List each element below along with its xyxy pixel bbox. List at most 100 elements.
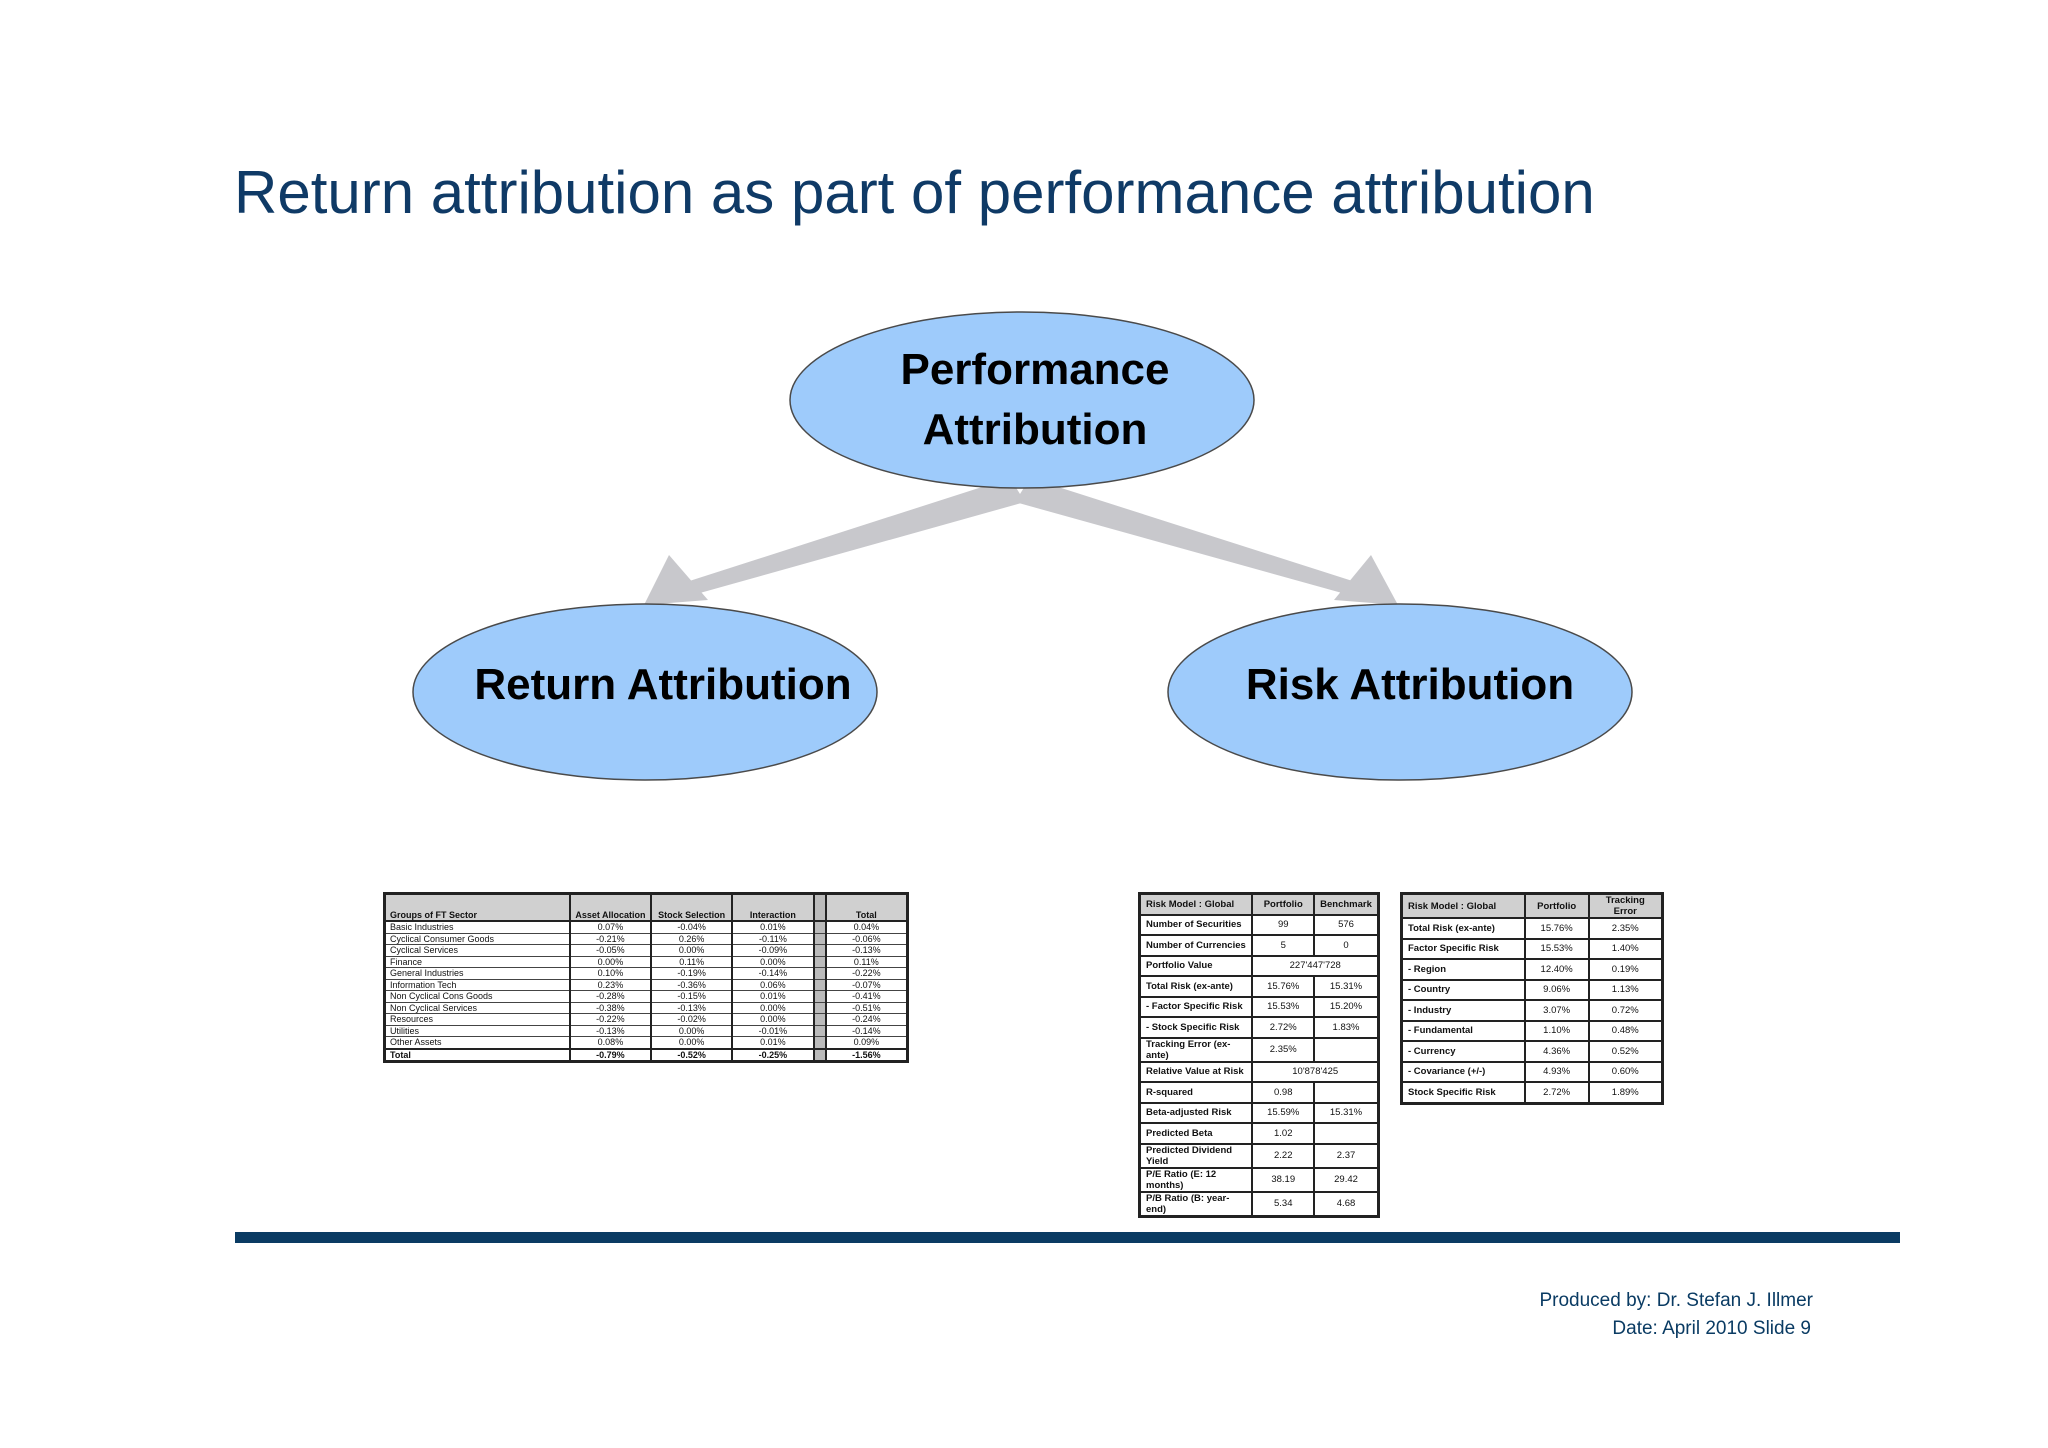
metric-value-cell: 9.06% <box>1523 979 1589 1001</box>
return-attribution-node <box>412 603 878 781</box>
slide-title: Return attribution as part of performanc… <box>234 159 1595 226</box>
table-total-row: Total-0.79%-0.52%-0.25%-1.56% <box>384 1047 908 1062</box>
asset-allocation-cell: 0.07% <box>568 921 652 934</box>
metric-value-cell: 99 <box>1251 914 1315 936</box>
metric-value-cell: 0.60% <box>1587 1061 1663 1083</box>
metric-name-cell: - Currency <box>1401 1041 1525 1063</box>
metric-value-cell: 29.42 <box>1313 1167 1379 1193</box>
metric-value-cell: 1.40% <box>1587 938 1663 960</box>
sector-name-cell: Other Assets <box>384 1036 570 1049</box>
metric-name-cell: Stock Specific Risk <box>1401 1082 1525 1104</box>
interaction-cell: -0.01% <box>731 1025 814 1037</box>
metric-value-cell: 0.19% <box>1587 959 1663 981</box>
table-header-row: Risk Model : Global Portfolio Tracking E… <box>1401 893 1663 919</box>
total-cell: -0.51% <box>824 1002 908 1014</box>
table-header-row: Groups of FT Sector Asset Allocation Sto… <box>384 893 908 922</box>
interaction-cell: 0.01% <box>731 921 814 934</box>
metric-name-cell: Predicted Beta <box>1139 1123 1253 1145</box>
column-header: Risk Model : Global <box>1401 893 1525 919</box>
column-spacer <box>812 893 826 922</box>
metric-value-cell: 2.35% <box>1587 918 1663 940</box>
metric-name-cell: - Fundamental <box>1401 1020 1525 1042</box>
arrow-to-return-attribution <box>644 478 1025 605</box>
performance-attribution-node <box>789 311 1255 489</box>
metric-name-cell: - Industry <box>1401 1000 1525 1022</box>
column-spacer <box>812 1002 826 1014</box>
stock-selection-cell: 0.00% <box>650 1036 733 1049</box>
risk-decomposition-body: Total Risk (ex-ante)15.76%2.35%Factor Sp… <box>1401 918 1663 1104</box>
table-row: Resources-0.22%-0.02%0.00%-0.24% <box>384 1013 908 1026</box>
metric-name-cell: Relative Value at Risk <box>1139 1061 1253 1083</box>
performance-attribution-label: Performance Attribution <box>790 340 1280 460</box>
total-cell: -0.07% <box>824 979 908 991</box>
stock-selection-cell: 0.00% <box>650 944 733 957</box>
asset-allocation-cell: -0.28% <box>568 990 652 1003</box>
footer-date-slide: Date: April 2010 Slide 9 <box>1612 1318 1811 1339</box>
asset-allocation-cell: 0.10% <box>568 967 652 980</box>
total-cell: -0.41% <box>824 990 908 1003</box>
interaction-cell: 0.00% <box>731 1002 814 1014</box>
metric-value-cell: 15.59% <box>1251 1102 1315 1124</box>
metric-value-cell: 15.53% <box>1523 938 1589 960</box>
interaction-cell: -0.14% <box>731 967 814 980</box>
interaction-cell: 0.00% <box>731 1013 814 1026</box>
column-header: Groups of FT Sector <box>384 893 570 922</box>
asset-allocation-cell: -0.22% <box>568 1013 652 1026</box>
risk-attribution-node <box>1167 603 1633 781</box>
total-cell: -0.13% <box>824 944 908 957</box>
column-spacer <box>812 1047 826 1062</box>
metric-value-cell: 576 <box>1313 914 1379 936</box>
column-spacer <box>812 1025 826 1037</box>
metric-value-cell <box>1313 1082 1379 1104</box>
metric-value-cell: 1.10% <box>1523 1020 1589 1042</box>
metric-value-cell: 2.72% <box>1523 1082 1589 1104</box>
arrow-to-risk-attribution <box>1015 478 1398 605</box>
metric-value-cell: 3.07% <box>1523 1000 1589 1022</box>
metric-value-cell: 2.37 <box>1313 1143 1379 1169</box>
metric-name-cell: - Country <box>1401 979 1525 1001</box>
metric-value-cell: 5 <box>1251 935 1315 957</box>
column-header: Asset Allocation <box>568 893 652 922</box>
metric-value-cell: 5.34 <box>1251 1191 1315 1217</box>
sector-name-cell: Information Tech <box>384 979 570 991</box>
total-cell: -0.22% <box>824 967 908 980</box>
metric-value-cell: 4.93% <box>1523 1061 1589 1083</box>
metric-name-cell: Beta-adjusted Risk <box>1139 1102 1253 1124</box>
performance-attribution-line-1: Performance <box>900 345 1170 394</box>
sector-name-cell: Cyclical Consumer Goods <box>384 933 570 945</box>
table-row: Total Risk (ex-ante)15.76%15.31% <box>1139 976 1379 998</box>
table-row: Cyclical Consumer Goods-0.21%0.26%-0.11%… <box>384 933 908 945</box>
metric-name-cell: Number of Securities <box>1139 914 1253 936</box>
metric-value-cell: 2.35% <box>1251 1037 1315 1063</box>
interaction-cell: 0.06% <box>731 979 814 991</box>
table-row: Non Cyclical Services-0.38%-0.13%0.00%-0… <box>384 1002 908 1014</box>
metric-value-cell: 1.02 <box>1251 1123 1315 1145</box>
total-cell: 0.04% <box>824 921 908 934</box>
metric-value-cell: 15.53% <box>1251 996 1315 1018</box>
risk-decomposition-table: Risk Model : Global Portfolio Tracking E… <box>1400 892 1664 1105</box>
interaction-total-cell: -0.25% <box>731 1047 814 1062</box>
sector-name-cell: Non Cyclical Cons Goods <box>384 990 570 1003</box>
table-header-row: Risk Model : Global Portfolio Benchmark <box>1139 893 1379 916</box>
stock-selection-cell: -0.19% <box>650 967 733 980</box>
column-header: Portfolio <box>1523 893 1589 919</box>
column-spacer <box>812 944 826 957</box>
table-row: Cyclical Services-0.05%0.00%-0.09%-0.13% <box>384 944 908 957</box>
return-attribution-label: Return Attribution <box>474 660 852 709</box>
risk-summary-table: Risk Model : Global Portfolio Benchmark … <box>1138 892 1380 1218</box>
